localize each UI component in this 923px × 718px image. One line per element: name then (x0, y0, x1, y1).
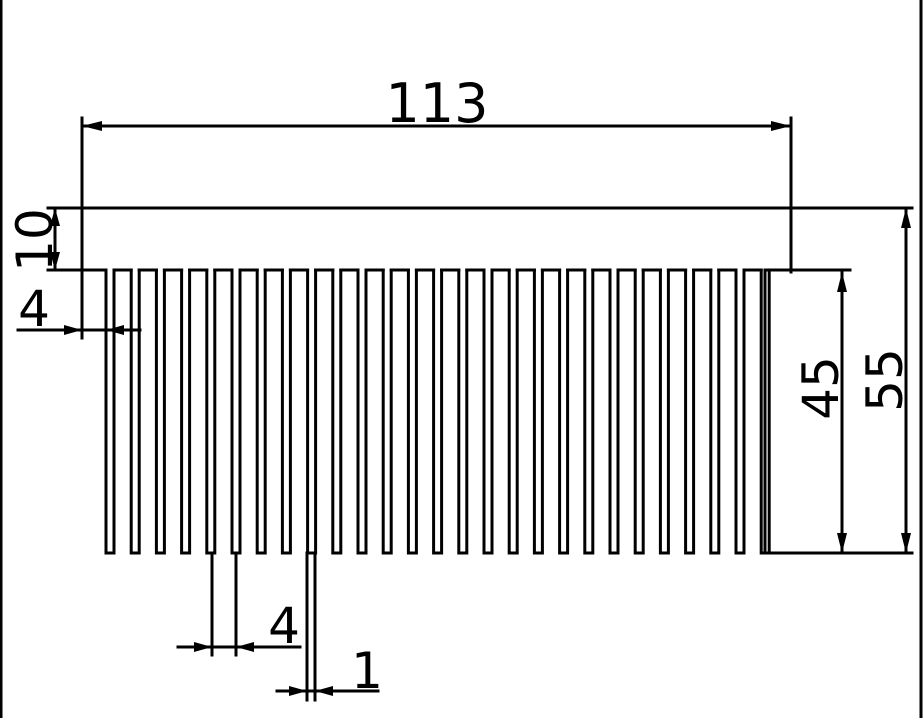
dim-fin-thickness: 1 (275, 551, 383, 702)
fin (356, 268, 368, 555)
fin (381, 268, 393, 555)
fin (154, 268, 166, 555)
fin (684, 268, 696, 555)
fin (255, 268, 267, 555)
dim-fin-height: 45 (763, 270, 914, 555)
fin (457, 268, 469, 555)
fin (129, 268, 141, 555)
fin (583, 268, 595, 555)
dim-edge-offset: 4 (16, 268, 142, 340)
fin (734, 268, 746, 555)
fin (180, 268, 192, 555)
fin (608, 268, 620, 555)
dim-fin-height-label: 45 (792, 356, 850, 420)
dim-fin-thickness-label: 1 (351, 642, 383, 700)
fin (230, 268, 242, 555)
fin (406, 268, 418, 555)
fin (558, 268, 570, 555)
fin (658, 268, 670, 555)
fin (709, 268, 721, 555)
dim-edge-offset-label: 4 (18, 280, 50, 338)
dim-overall-width: 113 (80, 72, 793, 274)
fin (532, 268, 544, 555)
dim-total-height: 55 (856, 206, 914, 555)
dim-overall-width-label: 113 (385, 72, 488, 135)
fin (306, 268, 318, 555)
dim-fin-pitch: 4 (176, 551, 302, 657)
fin (205, 268, 217, 555)
fin (331, 268, 343, 555)
fin-array (104, 268, 771, 555)
fin (507, 268, 519, 555)
fin (633, 268, 645, 555)
dim-total-height-label: 55 (856, 348, 914, 412)
fin (280, 268, 292, 555)
fin (482, 268, 494, 555)
fin (104, 268, 116, 555)
fin (432, 268, 444, 555)
dim-base-thickness: 10 (6, 206, 64, 272)
dim-base-thickness-label: 10 (6, 208, 64, 272)
dim-fin-pitch-label: 4 (268, 597, 300, 655)
